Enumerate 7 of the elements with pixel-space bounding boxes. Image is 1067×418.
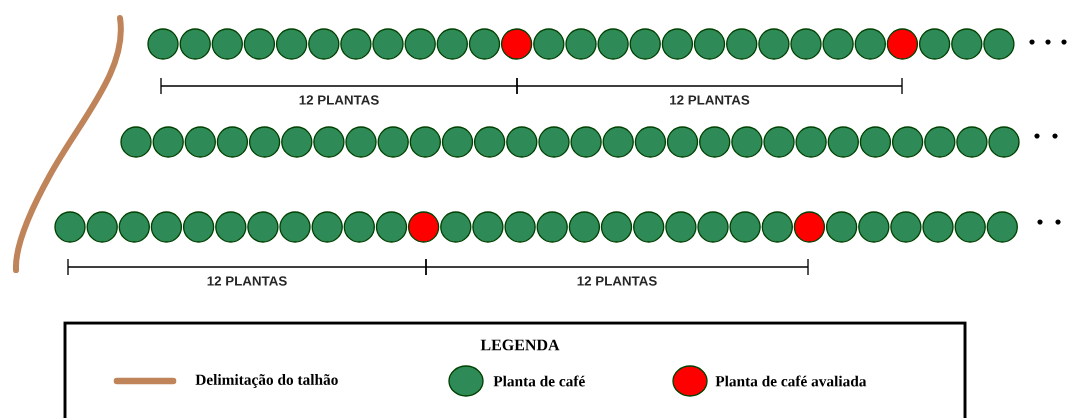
dimension-label: 12 PLANTAS: [207, 276, 287, 286]
dimension-label: 12 PLANTAS: [299, 95, 379, 105]
dimension-label: 12 PLANTAS: [670, 95, 750, 105]
legend-text: Planta de café: [493, 375, 585, 387]
legend-text: Delimitação do talhão: [195, 374, 338, 388]
legend-text: Planta de café avaliada: [715, 375, 867, 387]
dimension-label: 12 PLANTAS: [577, 276, 657, 286]
